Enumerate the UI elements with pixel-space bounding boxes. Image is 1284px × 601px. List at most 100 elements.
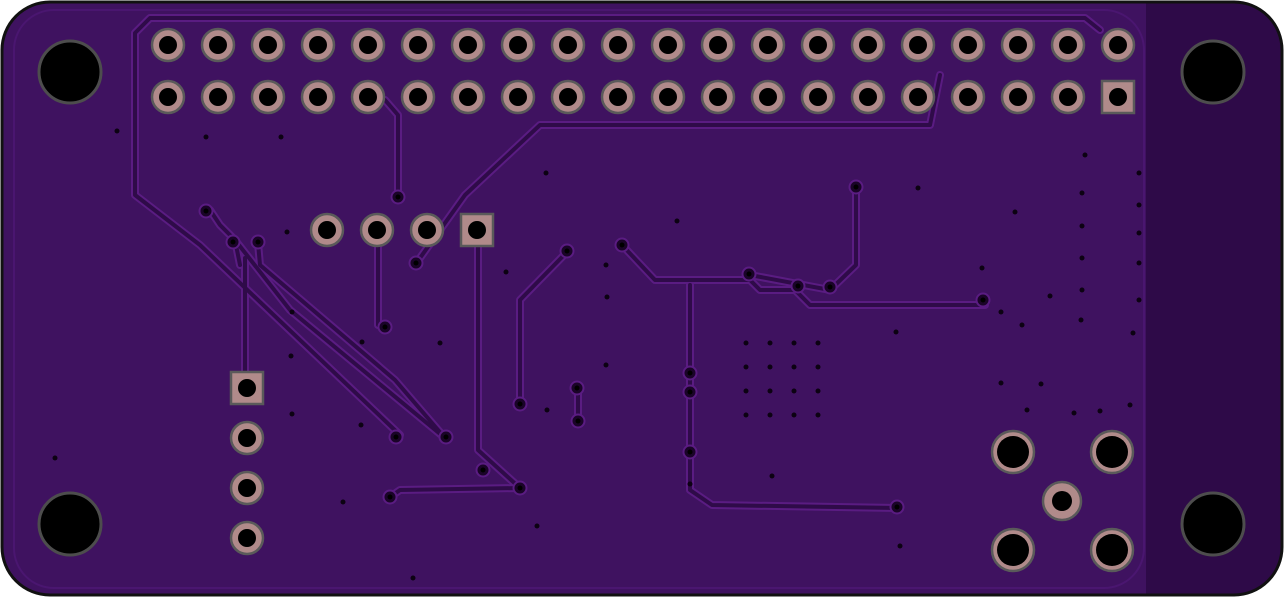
stitch-dot <box>603 362 609 368</box>
header-pin-drill <box>509 36 527 54</box>
header-pin-drill <box>559 36 577 54</box>
grid-dot <box>791 388 797 394</box>
header-pin-drill <box>409 88 427 106</box>
stitch-dot <box>1038 381 1044 387</box>
header-pin-drill <box>1009 36 1027 54</box>
stitch-dot <box>503 269 509 275</box>
grid-dot <box>743 364 749 370</box>
rf-pad-drill <box>1096 436 1128 468</box>
stitch-dot <box>203 134 209 140</box>
header-pin-drill <box>259 36 277 54</box>
via-drill <box>687 389 693 395</box>
rf-pad-center-drill <box>1052 491 1072 511</box>
mounting-hole <box>37 39 103 105</box>
stitch-dot <box>1071 410 1077 416</box>
header-pin-drill <box>909 88 927 106</box>
via-drill <box>413 260 419 266</box>
header-pin-drill <box>809 88 827 106</box>
connector-4pin-vertical <box>229 370 265 556</box>
header-pin-drill <box>559 88 577 106</box>
conn4v-pin-drill <box>238 529 256 547</box>
via-drill <box>517 401 523 407</box>
header-pin-drill <box>709 88 727 106</box>
stitch-dot <box>114 128 120 134</box>
grid-dot <box>815 412 821 418</box>
rf-pad-drill <box>997 436 1029 468</box>
stitch-dot <box>358 422 364 428</box>
stitch-dot <box>1127 402 1133 408</box>
via-drill <box>827 284 833 290</box>
grid-dot <box>767 412 773 418</box>
header-pin-drill <box>1059 88 1077 106</box>
rf-connector <box>990 429 1135 573</box>
via-drill <box>746 271 752 277</box>
via-drill <box>894 504 900 510</box>
grid-dot <box>815 340 821 346</box>
stitch-dot <box>1079 255 1085 261</box>
header-pin-drill <box>509 88 527 106</box>
stitch-dot <box>998 380 1004 386</box>
header-pin-drill <box>609 88 627 106</box>
stitch-dot <box>1078 317 1084 323</box>
grid-dot <box>743 388 749 394</box>
header-pin-drill <box>259 88 277 106</box>
grid-dot <box>791 364 797 370</box>
stitch-dot <box>1130 330 1136 336</box>
connector-4pin-horizontal <box>309 212 495 248</box>
header-pin-drill <box>159 88 177 106</box>
stitch-dot <box>1136 202 1142 208</box>
stitch-dot <box>1136 170 1142 176</box>
header-pin-drill <box>959 88 977 106</box>
stitch-dot <box>437 340 443 346</box>
via-drill <box>564 248 570 254</box>
rf-pad-drill <box>997 534 1029 566</box>
grid-dot <box>815 364 821 370</box>
stitch-dot <box>1136 230 1142 236</box>
stitch-dot <box>1082 152 1088 158</box>
stitch-dot <box>998 309 1004 315</box>
stitch-dot <box>410 575 416 581</box>
via-drill <box>795 283 801 289</box>
stitch-dot <box>288 353 294 359</box>
via-drill <box>203 208 209 214</box>
header-pin-drill <box>809 36 827 54</box>
via-drill <box>853 184 859 190</box>
grid-dot <box>767 364 773 370</box>
header-pin-drill <box>1109 36 1127 54</box>
grid-dot <box>743 340 749 346</box>
grid-dot <box>791 340 797 346</box>
stitch-dot <box>52 455 58 461</box>
conn4h-pin-drill <box>418 221 436 239</box>
grid-dot <box>743 412 749 418</box>
mounting-hole <box>37 491 103 557</box>
grid-dot <box>815 388 821 394</box>
header-pin-drill <box>409 36 427 54</box>
stitch-dot <box>687 481 693 487</box>
stitch-dot <box>915 185 921 191</box>
header-pin-drill <box>1059 36 1077 54</box>
header-pin-drill <box>309 36 327 54</box>
stitch-dot <box>893 329 899 335</box>
via-drill <box>574 385 580 391</box>
header-pin-drill <box>659 36 677 54</box>
via-drill <box>443 434 449 440</box>
copper-pour <box>13 9 1145 589</box>
conn4v-pin-drill <box>238 429 256 447</box>
stitch-dot <box>289 411 295 417</box>
header-pin-drill <box>1009 88 1027 106</box>
stitch-dot <box>604 294 610 300</box>
rf-pad-drill <box>1096 534 1128 566</box>
conn4v-pin-square-drill <box>238 379 256 397</box>
grid-dot <box>767 388 773 394</box>
via-layer <box>198 179 991 515</box>
via-drill <box>382 324 388 330</box>
header-pin-drill <box>609 36 627 54</box>
header-pin-square-drill <box>1109 88 1127 106</box>
header-pin-drill <box>159 36 177 54</box>
stitch-dot-layer <box>52 128 1142 581</box>
header-pin-drill <box>959 36 977 54</box>
stitch-dot <box>979 265 985 271</box>
via-drill <box>980 297 986 303</box>
